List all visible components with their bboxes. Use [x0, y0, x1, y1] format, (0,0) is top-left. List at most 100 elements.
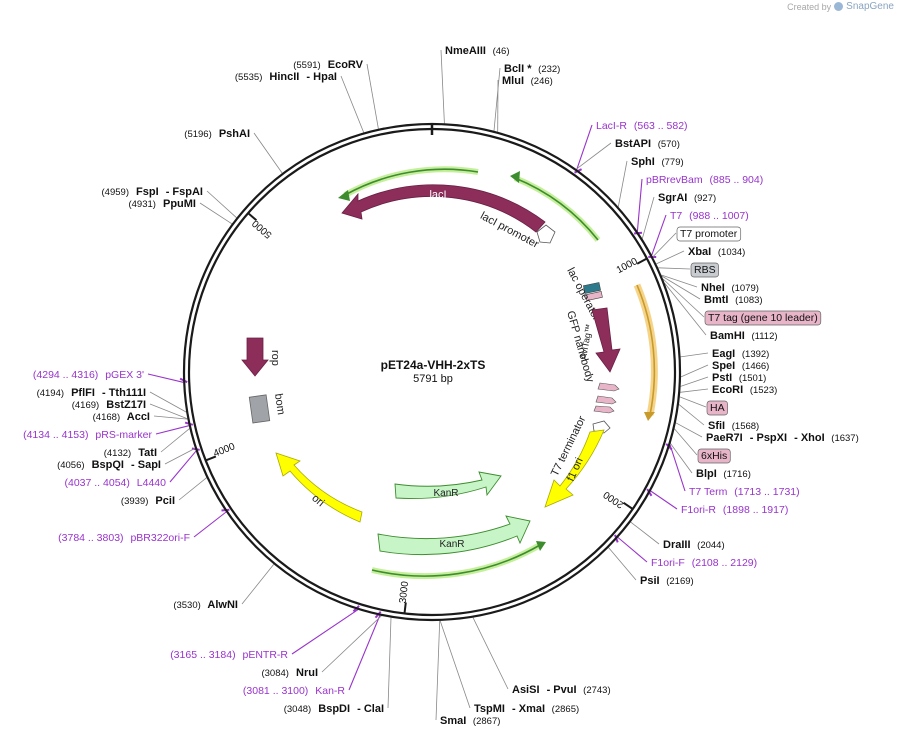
- site-part-mlui-0: MluI: [502, 75, 524, 87]
- site-label-sphi[interactable]: SphI (779): [631, 156, 684, 168]
- site-label-alwni[interactable]: (3530) AlwNI: [173, 599, 238, 611]
- site-part-pcii-0: (3939): [121, 496, 148, 507]
- site-part-pcii-1: PciI: [152, 495, 175, 507]
- site-label-xbai[interactable]: XbaI (1034): [688, 246, 745, 258]
- leader-eagi: [680, 352, 709, 358]
- site-label-tati[interactable]: (4132) TatI: [104, 447, 157, 459]
- site-label-ppumi[interactable]: (4931) PpuMI: [128, 198, 196, 210]
- site-part-pflfi-1: PflFI: [68, 387, 95, 399]
- site-label-paer7i[interactable]: PaeR7I - PspXI - XhoI (1637): [706, 432, 859, 444]
- site-label-bspdi[interactable]: (3048) BspDI - ClaI: [284, 703, 384, 715]
- site-text-acci: (4168) AccI: [93, 411, 150, 423]
- feature-box-6xhis: [697, 448, 731, 464]
- site-text-nmeaiii: NmeAIII (46): [445, 45, 510, 57]
- site-text-f1ori-r: F1ori-R (1898 .. 1917): [681, 504, 788, 516]
- site-label-pbrrevbam[interactable]: pBRrevBam (885 .. 904): [646, 174, 763, 186]
- site-label-bmti[interactable]: BmtI (1083): [704, 294, 763, 306]
- site-label-blpi[interactable]: BlpI (1716): [696, 468, 751, 480]
- site-part-tspmi-2: (2865): [549, 704, 579, 715]
- site-label-pflfi[interactable]: (4194) PflFI - Tth111I: [37, 387, 146, 399]
- site-part-smai-0: SmaI: [440, 715, 466, 727]
- site-label-draiii[interactable]: DraIII (2044): [663, 539, 725, 551]
- site-label-acci[interactable]: (4168) AccI: [93, 411, 150, 423]
- site-label-nrui[interactable]: (3084) NruI: [261, 667, 318, 679]
- leader-alwni: [241, 564, 275, 605]
- site-label-t7-promoter[interactable]: T7 promoter: [676, 226, 742, 242]
- site-label-sfii[interactable]: SfiI (1568): [708, 420, 759, 432]
- site-text-prs-marker: (4134 .. 4153) pRS-marker: [23, 429, 152, 441]
- site-label-fspi[interactable]: (4959) FspI - FspAI: [102, 186, 203, 198]
- tick-label-3000: 3000: [398, 580, 411, 604]
- site-label-pgex3[interactable]: (4294 .. 4316) pGEX 3': [33, 369, 144, 381]
- site-label-f1ori-f[interactable]: F1ori-F (2108 .. 2129): [651, 557, 757, 569]
- site-label-mlui[interactable]: MluI (246): [502, 75, 553, 87]
- site-text-tspmi: TspMI - XmaI (2865): [474, 703, 579, 715]
- site-label-kan-r[interactable]: (3081 .. 3100) Kan-R: [243, 685, 345, 697]
- feature-track: lacI lacI promoter lac operator GFP nano…: [241, 166, 658, 580]
- site-label-psii[interactable]: PsiI (2169): [640, 575, 694, 587]
- site-label-bspqi[interactable]: (4056) BspQI - SapI: [57, 459, 161, 471]
- leader-l4440: [169, 450, 197, 483]
- site-label-sgrai[interactable]: SgrAI (927): [658, 192, 716, 204]
- site-label-psti[interactable]: PstI (1501): [712, 372, 766, 384]
- leader-bmti: [661, 275, 701, 300]
- site-text-bamhi: BamHI (1112): [710, 330, 778, 342]
- site-part-6xhis-0: 6xHis: [701, 450, 727, 462]
- site-part-smai-1: (2867): [470, 716, 500, 727]
- site-text-bstapi: BstAPI (570): [615, 138, 680, 150]
- tick-label-5000: 5000: [250, 217, 274, 240]
- site-part-f1ori-f-1: (2108 .. 2129): [689, 557, 757, 569]
- kanr-label-2: KanR: [439, 539, 464, 550]
- site-part-bstz17i-0: (4169): [72, 400, 99, 411]
- leader-rbs: [658, 267, 691, 270]
- site-label-t7-tag[interactable]: T7 tag (gene 10 leader): [704, 310, 822, 326]
- site-label-bstapi[interactable]: BstAPI (570): [615, 138, 680, 150]
- site-label-pbr322ori-f[interactable]: (3784 .. 3803) pBR322ori-F: [58, 532, 190, 544]
- site-part-ecori-0: EcoRI: [712, 384, 743, 396]
- site-label-pentr-r[interactable]: (3165 .. 3184) pENTR-R: [170, 649, 288, 661]
- site-text-fspi: (4959) FspI - FspAI: [102, 186, 203, 198]
- site-part-asisi-1: - PvuI: [544, 684, 577, 696]
- site-text-bspdi: (3048) BspDI - ClaI: [284, 703, 384, 715]
- site-label-smai[interactable]: SmaI (2867): [440, 715, 500, 727]
- site-label-ecori[interactable]: EcoRI (1523): [712, 384, 777, 396]
- site-label-f1ori-r[interactable]: F1ori-R (1898 .. 1917): [681, 504, 788, 516]
- site-label-pshai[interactable]: (5196) PshAI: [184, 128, 250, 140]
- site-label-nmeaiii[interactable]: NmeAIII (46): [445, 45, 510, 57]
- site-label-6xhis[interactable]: 6xHis: [697, 448, 731, 464]
- leader-f1ori-r: [650, 490, 678, 510]
- site-text-asisi: AsiSI - PvuI (2743): [512, 684, 611, 696]
- site-label-t7-primer[interactable]: T7 (988 .. 1007): [670, 210, 749, 222]
- leader-fspi: [206, 190, 237, 218]
- site-label-bstz17i[interactable]: (4169) BstZ17I: [72, 399, 146, 411]
- site-label-eagi[interactable]: EagI (1392): [712, 348, 769, 360]
- site-text-sgrai: SgrAI (927): [658, 192, 716, 204]
- backbone: [182, 122, 682, 622]
- site-part-acci-1: AccI: [124, 411, 150, 423]
- site-label-laci-r[interactable]: LacI-R (563 .. 582): [596, 120, 688, 132]
- site-part-bcli-0: BclI *: [504, 63, 532, 75]
- leader-acci: [153, 415, 188, 420]
- tick-label-4000: 4000: [212, 441, 237, 459]
- site-label-nhei[interactable]: NheI (1079): [701, 282, 759, 294]
- site-label-ha[interactable]: HA: [706, 400, 728, 416]
- site-label-pcii[interactable]: (3939) PciI: [121, 495, 175, 507]
- site-text-alwni: (3530) AlwNI: [173, 599, 238, 611]
- site-label-rbs[interactable]: RBS: [690, 262, 719, 278]
- leader-asisi: [472, 617, 509, 690]
- site-label-hincii[interactable]: (5535) HincII - HpaI: [235, 71, 337, 83]
- site-label-bcli[interactable]: BclI * (232): [504, 63, 560, 75]
- site-label-l4440[interactable]: (4037 .. 4054) L4440: [64, 477, 166, 489]
- site-label-ecorv[interactable]: (5591) EcoRV: [293, 59, 363, 71]
- site-part-paer7i-1: - PspXI: [747, 432, 787, 444]
- site-part-t7-promoter-0: T7 promoter: [680, 228, 738, 240]
- tick-mark-1000: [636, 257, 648, 265]
- site-label-asisi[interactable]: AsiSI - PvuI (2743): [512, 684, 611, 696]
- site-label-t7-term[interactable]: T7 Term (1713 .. 1731): [689, 486, 800, 498]
- site-text-sfii: SfiI (1568): [708, 420, 759, 432]
- site-label-prs-marker[interactable]: (4134 .. 4153) pRS-marker: [23, 429, 152, 441]
- site-label-tspmi[interactable]: TspMI - XmaI (2865): [474, 703, 579, 715]
- site-label-bamhi[interactable]: BamHI (1112): [710, 330, 778, 342]
- site-label-spei[interactable]: SpeI (1466): [712, 360, 769, 372]
- site-part-asisi-0: AsiSI: [512, 684, 540, 696]
